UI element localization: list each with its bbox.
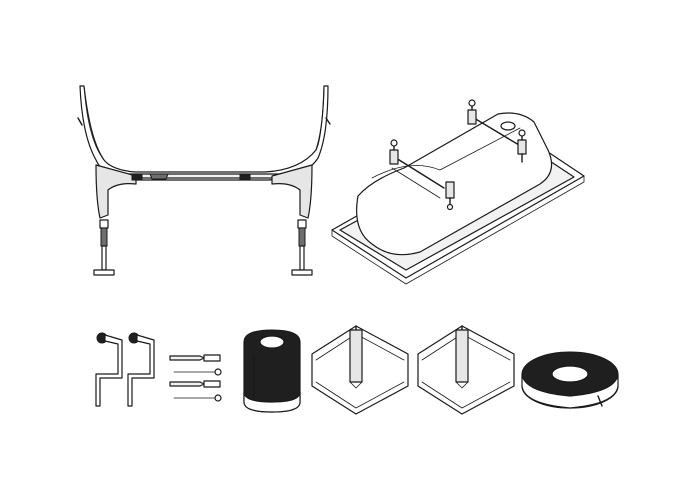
wall-hook-brackets-icon	[95, 332, 155, 407]
screw-icon	[173, 368, 222, 376]
wall-plug-icon	[169, 354, 221, 362]
roll-of-tape-icon	[243, 329, 301, 413]
corner-seal-strip-icon	[417, 325, 515, 415]
screw-icon	[173, 394, 222, 402]
wall-hook-icon	[127, 332, 155, 407]
roll-of-sealing-tape-icon	[521, 351, 619, 409]
bathtub-front-view-icon	[77, 85, 331, 276]
bathtub-perspective-icon	[331, 99, 585, 285]
mounting-bracket-icon	[389, 139, 455, 211]
wall-plug-icon	[169, 380, 221, 388]
wall-hook-icon	[95, 332, 123, 407]
corner-seal-strip-icon	[311, 325, 409, 415]
wall-plugs-and-screws-icon	[169, 354, 222, 402]
mounting-bracket-icon	[467, 99, 527, 163]
